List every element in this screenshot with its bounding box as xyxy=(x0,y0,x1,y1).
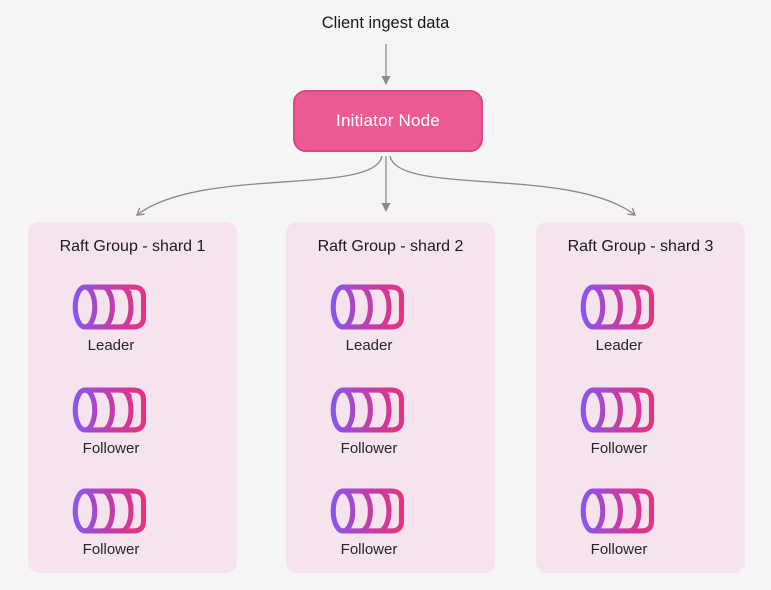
node-role-label: Follower xyxy=(82,541,140,558)
panel-title: Raft Group - shard 3 xyxy=(567,238,714,255)
segmented-log-cylinder-icon xyxy=(330,485,408,537)
follower-node: Follower xyxy=(330,485,408,558)
client-ingest-label: Client ingest data xyxy=(321,14,450,32)
segmented-log-cylinder-icon xyxy=(72,485,150,537)
follower-node: Follower xyxy=(580,384,658,457)
node-role-label: Leader xyxy=(595,337,643,354)
node-role-label: Follower xyxy=(340,440,398,457)
raft-group-panel-shard-1: Raft Group - shard 1 Leader Follower Fol… xyxy=(28,222,237,573)
node-role-label: Follower xyxy=(340,541,398,558)
follower-node: Follower xyxy=(330,384,408,457)
node-role-label: Follower xyxy=(590,541,648,558)
arrow-initiator-to-shard-1 xyxy=(135,155,383,216)
raft-group-panel-shard-2: Raft Group - shard 2 Leader Follower Fol… xyxy=(286,222,495,573)
leader-node: Leader xyxy=(72,281,150,354)
follower-node: Follower xyxy=(72,485,150,558)
node-role-label: Follower xyxy=(590,440,648,457)
segmented-log-cylinder-icon xyxy=(580,384,658,436)
panel-title: Raft Group - shard 1 xyxy=(59,238,206,255)
leader-node: Leader xyxy=(580,281,658,354)
node-role-label: Leader xyxy=(345,337,393,354)
node-role-label: Leader xyxy=(87,337,135,354)
segmented-log-cylinder-icon xyxy=(72,384,150,436)
raft-group-panel-shard-3: Raft Group - shard 3 Leader Follower Fol… xyxy=(536,222,745,573)
follower-node: Follower xyxy=(72,384,150,457)
segmented-log-cylinder-icon xyxy=(330,384,408,436)
segmented-log-cylinder-icon xyxy=(72,281,150,333)
node-role-label: Follower xyxy=(82,440,140,457)
segmented-log-cylinder-icon xyxy=(580,281,658,333)
panel-title: Raft Group - shard 2 xyxy=(317,238,464,255)
segmented-log-cylinder-icon xyxy=(330,281,408,333)
initiator-node: Initiator Node xyxy=(293,90,483,152)
segmented-log-cylinder-icon xyxy=(580,485,658,537)
follower-node: Follower xyxy=(580,485,658,558)
leader-node: Leader xyxy=(330,281,408,354)
arrow-initiator-to-shard-3 xyxy=(389,155,637,216)
